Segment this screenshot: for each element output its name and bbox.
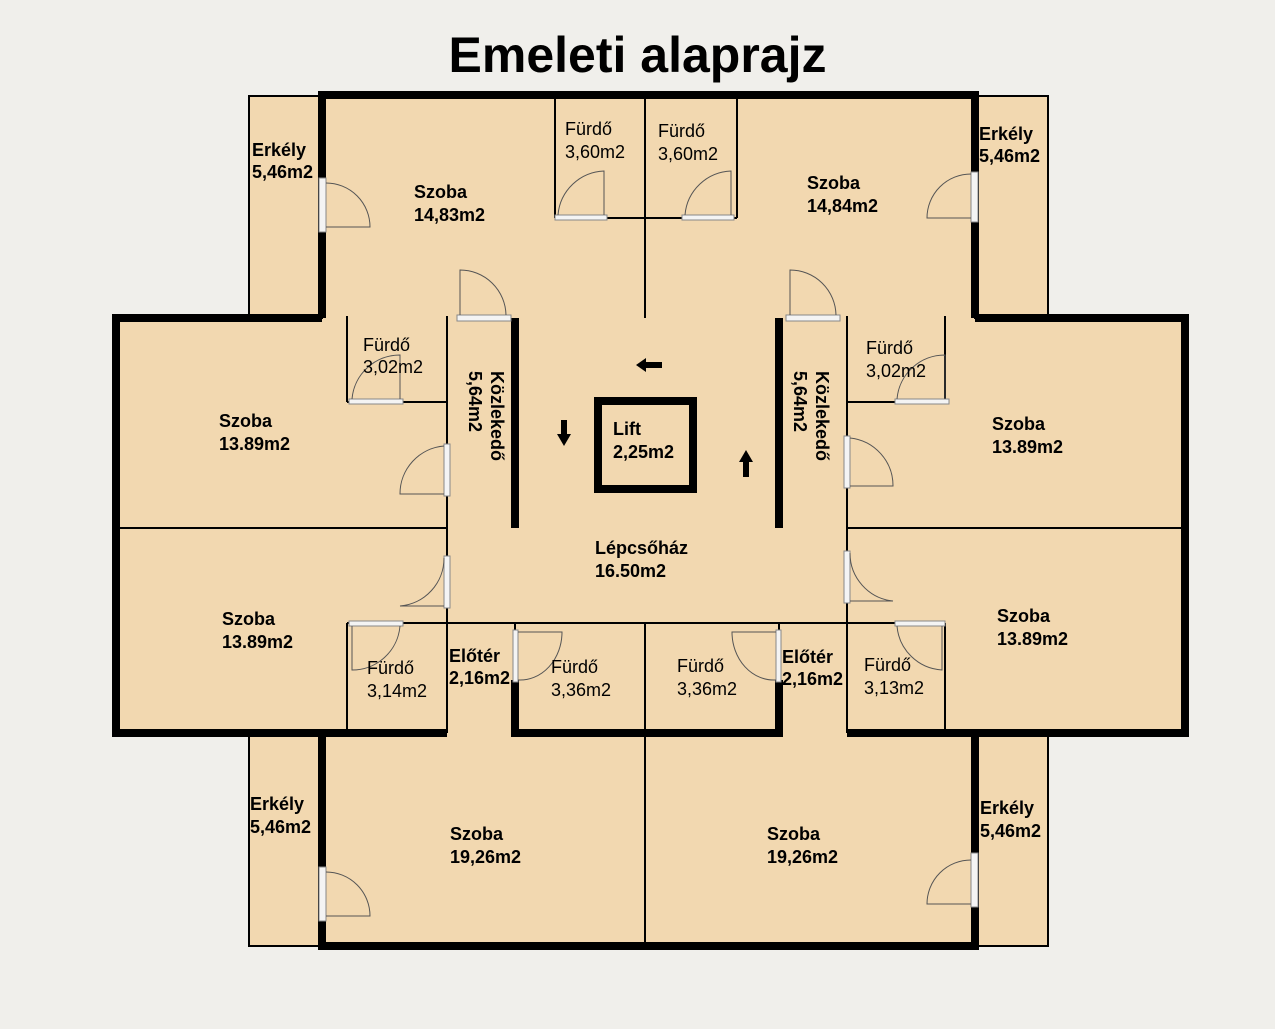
room-area: 2,16m2	[782, 669, 843, 689]
room-area: 5,64m2	[465, 371, 485, 432]
room-name: Fürdő	[367, 658, 414, 678]
room-area: 19,26m2	[767, 847, 838, 867]
room-area: 3,02m2	[363, 357, 423, 377]
room-name: Lépcsőház	[595, 538, 688, 558]
room-name: Erkély	[250, 794, 304, 814]
room-name: Fürdő	[866, 338, 913, 358]
room-name: Fürdő	[864, 655, 911, 675]
room-name: Szoba	[767, 824, 821, 844]
room-name: Szoba	[997, 606, 1051, 626]
arrow-up-icon	[739, 450, 753, 477]
stair-arrows	[557, 358, 753, 477]
room-name: Előtér	[449, 646, 500, 666]
room-area: 5,46m2	[979, 146, 1040, 166]
plan-title: Emeleti alaprajz	[448, 27, 827, 83]
room-area: 14,83m2	[414, 205, 485, 225]
room-area: 13.89m2	[997, 629, 1068, 649]
room-area: 3,02m2	[866, 361, 926, 381]
arrow-down-icon	[557, 420, 571, 446]
room-name: Szoba	[992, 414, 1046, 434]
room-area: 13.89m2	[992, 437, 1063, 457]
room-name: Fürdő	[363, 335, 410, 355]
room-name: Szoba	[807, 173, 861, 193]
room-area: 16.50m2	[595, 561, 666, 581]
room-area: 5,46m2	[980, 821, 1041, 841]
room-name: Erkély	[252, 140, 306, 160]
doors	[318, 170, 979, 922]
room-area: 3,60m2	[565, 142, 625, 162]
room-name: Fürdő	[565, 119, 612, 139]
exterior-walls	[112, 91, 1189, 950]
room-area: 2,25m2	[613, 442, 674, 462]
room-area: 5,64m2	[790, 371, 810, 432]
room-area: 19,26m2	[450, 847, 521, 867]
room-area: 5,46m2	[250, 817, 311, 837]
room-name: Lift	[613, 419, 641, 439]
room-name: Szoba	[219, 411, 273, 431]
room-area: 3,60m2	[658, 144, 718, 164]
room-name: Közlekedő	[812, 371, 832, 461]
room-name: Erkély	[979, 124, 1033, 144]
room-area: 3,36m2	[551, 680, 611, 700]
room-name: Szoba	[414, 182, 468, 202]
room-name: Előtér	[782, 647, 833, 667]
room-name: Fürdő	[677, 656, 724, 676]
room-name: Szoba	[450, 824, 504, 844]
arrow-left-icon	[636, 358, 662, 372]
room-area: 13.89m2	[219, 434, 290, 454]
lift-shaft	[594, 397, 697, 493]
room-name: Fürdő	[551, 657, 598, 677]
room-area: 14,84m2	[807, 196, 878, 216]
room-name: Szoba	[222, 609, 276, 629]
floor-areas	[116, 95, 1185, 946]
room-area: 3,36m2	[677, 679, 737, 699]
room-labels: Erkély 5,46m2 Erkély 5,46m2 Szoba 14,83m…	[219, 119, 1068, 867]
room-name: Fürdő	[658, 121, 705, 141]
room-area: 3,13m2	[864, 678, 924, 698]
room-area: 3,14m2	[367, 681, 427, 701]
room-area: 5,46m2	[252, 162, 313, 182]
room-area: 2,16m2	[449, 668, 510, 688]
room-area: 13.89m2	[222, 632, 293, 652]
room-name: Közlekedő	[487, 371, 507, 461]
room-name: Erkély	[980, 798, 1034, 818]
